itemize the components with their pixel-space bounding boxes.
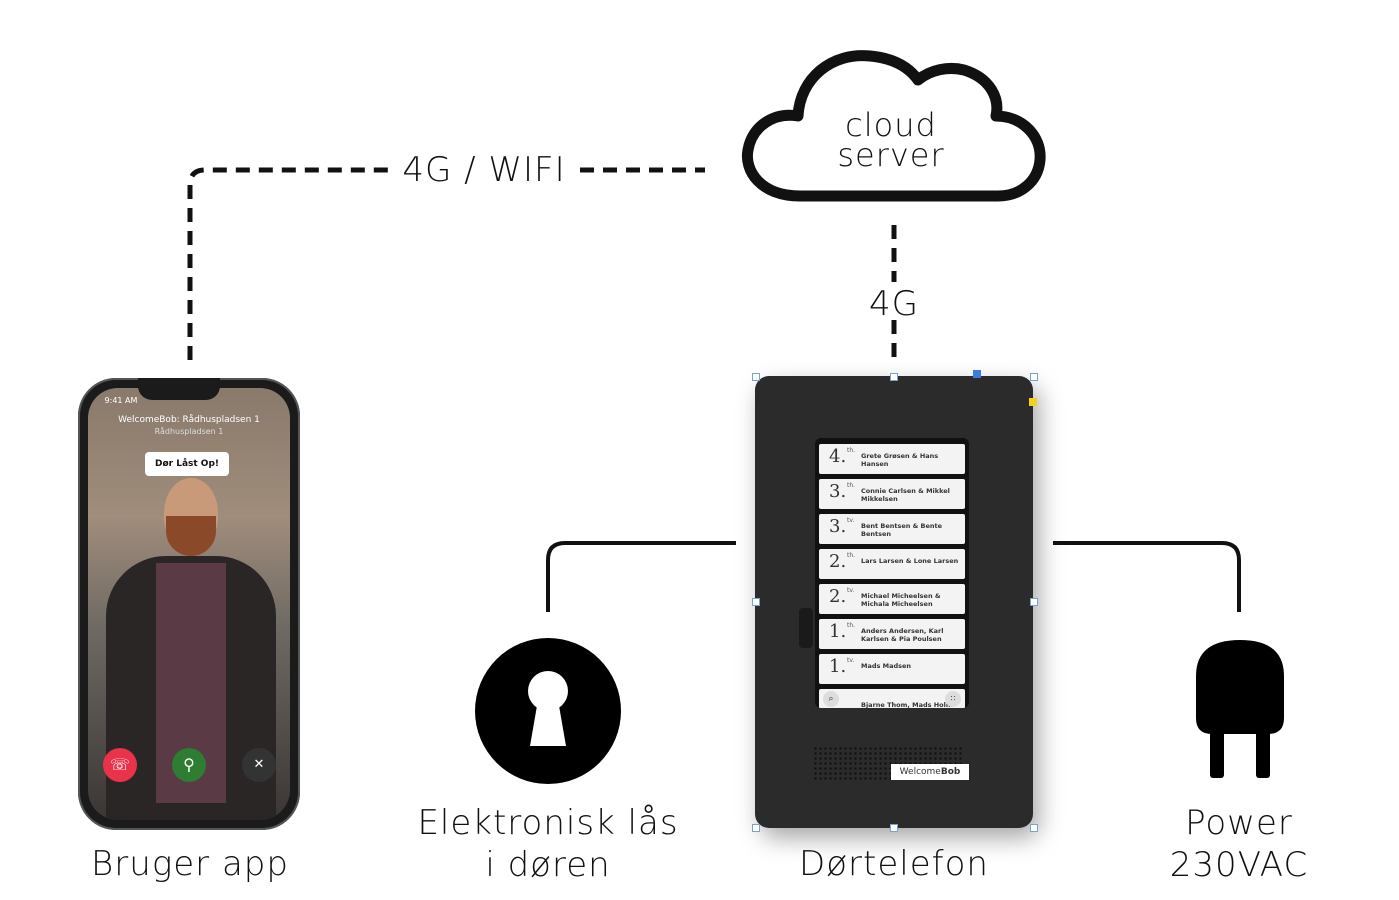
lock-label-line1: Elektronisk lås xyxy=(417,803,679,843)
selection-handle xyxy=(890,373,898,381)
logo-prefix: Welcome xyxy=(899,767,941,777)
selection-handle xyxy=(1030,598,1038,606)
cloud-icon xyxy=(741,50,1046,202)
selection-handle xyxy=(1030,373,1038,381)
directory-names: Michael Micheelsen & Michala Micheelsen xyxy=(861,592,941,608)
cloud-label-line2: server xyxy=(837,136,945,174)
selection-handle xyxy=(752,598,760,606)
directory-names: Bjarne Thom, Mads Holm xyxy=(861,701,953,708)
power-label-line1: Power xyxy=(1185,803,1293,843)
caller-subtitle: Rådhuspladsen 1 xyxy=(154,427,224,436)
person-beard xyxy=(166,516,216,556)
directory-row[interactable]: 1.tv. Mads Madsen xyxy=(819,654,965,684)
directory-names: Mads Madsen xyxy=(861,662,912,670)
caller-title: WelcomeBob: Rådhuspladsen 1 xyxy=(118,415,260,425)
selection-handle xyxy=(1030,824,1038,832)
phone-notch xyxy=(138,378,220,400)
directory-names: Lars Larsen & Lone Larsen xyxy=(861,557,959,565)
directory-side: th. xyxy=(847,482,856,489)
phone-screen: 9:41 AM WelcomeBob: Rådhuspladsen 1 Rådh… xyxy=(88,388,290,820)
anchor-handle xyxy=(1029,398,1037,406)
wifi-link-label: 4G / WIFI xyxy=(402,150,566,190)
directory-floor: 2. xyxy=(829,586,847,607)
phone-hangup-icon[interactable]: ☏ xyxy=(103,748,137,782)
directory-row[interactable]: 1.th. Anders Andersen, Karl Karlsen & Pia… xyxy=(819,619,965,649)
lock-wire xyxy=(546,541,736,612)
directory-side: tv. xyxy=(847,657,855,664)
directory-row[interactable]: 2.tv. Michael Micheelsen & Michala Michee… xyxy=(819,584,965,614)
power-plug-icon xyxy=(1196,640,1284,778)
wifi-link-dashed xyxy=(187,167,705,360)
selection-handle xyxy=(890,824,898,832)
directory-row-partial[interactable]: ⌕ Bjarne Thom, Mads Holm∷ xyxy=(819,689,965,708)
selection-handle xyxy=(752,824,760,832)
lock-label: Elektronisk lås i døren xyxy=(398,802,698,886)
cloud-server-label: cloud server xyxy=(800,106,982,174)
device-side-sensor xyxy=(799,608,813,648)
mic-mute-icon[interactable]: ✕ xyxy=(242,748,276,782)
doorphone-label: Dørtelefon xyxy=(799,844,989,884)
directory-side: th. xyxy=(847,447,856,454)
4g-link-label: 4G xyxy=(869,284,919,324)
directory-side: th. xyxy=(847,622,856,629)
directory-names: Grete Grøsen & Hans Hansen xyxy=(861,452,939,468)
rotation-handle xyxy=(973,370,981,378)
directory-row[interactable]: 3.tv. Bent Bentsen & Bente Bentsen xyxy=(819,514,965,544)
door-unlocked-toast: Dør Låst Op! xyxy=(145,452,229,476)
status-time: 9:41 AM xyxy=(104,396,138,405)
lock-label-line2: i døren xyxy=(485,845,611,885)
directory-floor: 3. xyxy=(829,481,847,502)
power-label: Power 230VAC xyxy=(1130,802,1348,886)
logo-bold: Bob xyxy=(940,767,961,777)
power-wire xyxy=(1053,541,1241,612)
directory-floor: 3. xyxy=(829,516,847,537)
key-icon[interactable]: ⚲ xyxy=(172,748,206,782)
directory-side: th. xyxy=(847,552,856,559)
power-label-line2: 230VAC xyxy=(1169,845,1309,885)
user-app-label: Bruger app xyxy=(91,844,289,884)
directory-row[interactable]: 2.th. Lars Larsen & Lone Larsen xyxy=(819,549,965,579)
directory-names: Connie Carlsen & Mikkel Mikkelsen xyxy=(861,487,950,503)
keyhole-icon xyxy=(475,638,621,784)
directory-row[interactable]: 3.th. Connie Carlsen & Mikkel Mikkelsen xyxy=(819,479,965,509)
keypad-icon[interactable]: ∷ xyxy=(945,691,961,707)
directory-side: tv. xyxy=(847,587,855,594)
selection-handle xyxy=(752,373,760,381)
directory-floor: 2. xyxy=(829,551,847,572)
directory-floor: 1. xyxy=(829,621,847,642)
directory-floor: 4. xyxy=(829,446,847,467)
smartphone: 9:41 AM WelcomeBob: Rådhuspladsen 1 Rådh… xyxy=(78,378,300,830)
welcomebob-logo: WelcomeBob xyxy=(891,764,969,780)
cloud-label-line1: cloud xyxy=(845,106,937,144)
search-icon[interactable]: ⌕ xyxy=(823,691,839,707)
directory-row[interactable]: 4.th. Grete Grøsen & Hans Hansen xyxy=(819,444,965,474)
directory-names: Anders Andersen, Karl Karlsen & Pia Poul… xyxy=(861,627,944,643)
directory-side: tv. xyxy=(847,517,855,524)
directory-names: Bent Bentsen & Bente Bentsen xyxy=(861,522,943,538)
directory-floor: 1. xyxy=(829,656,847,677)
